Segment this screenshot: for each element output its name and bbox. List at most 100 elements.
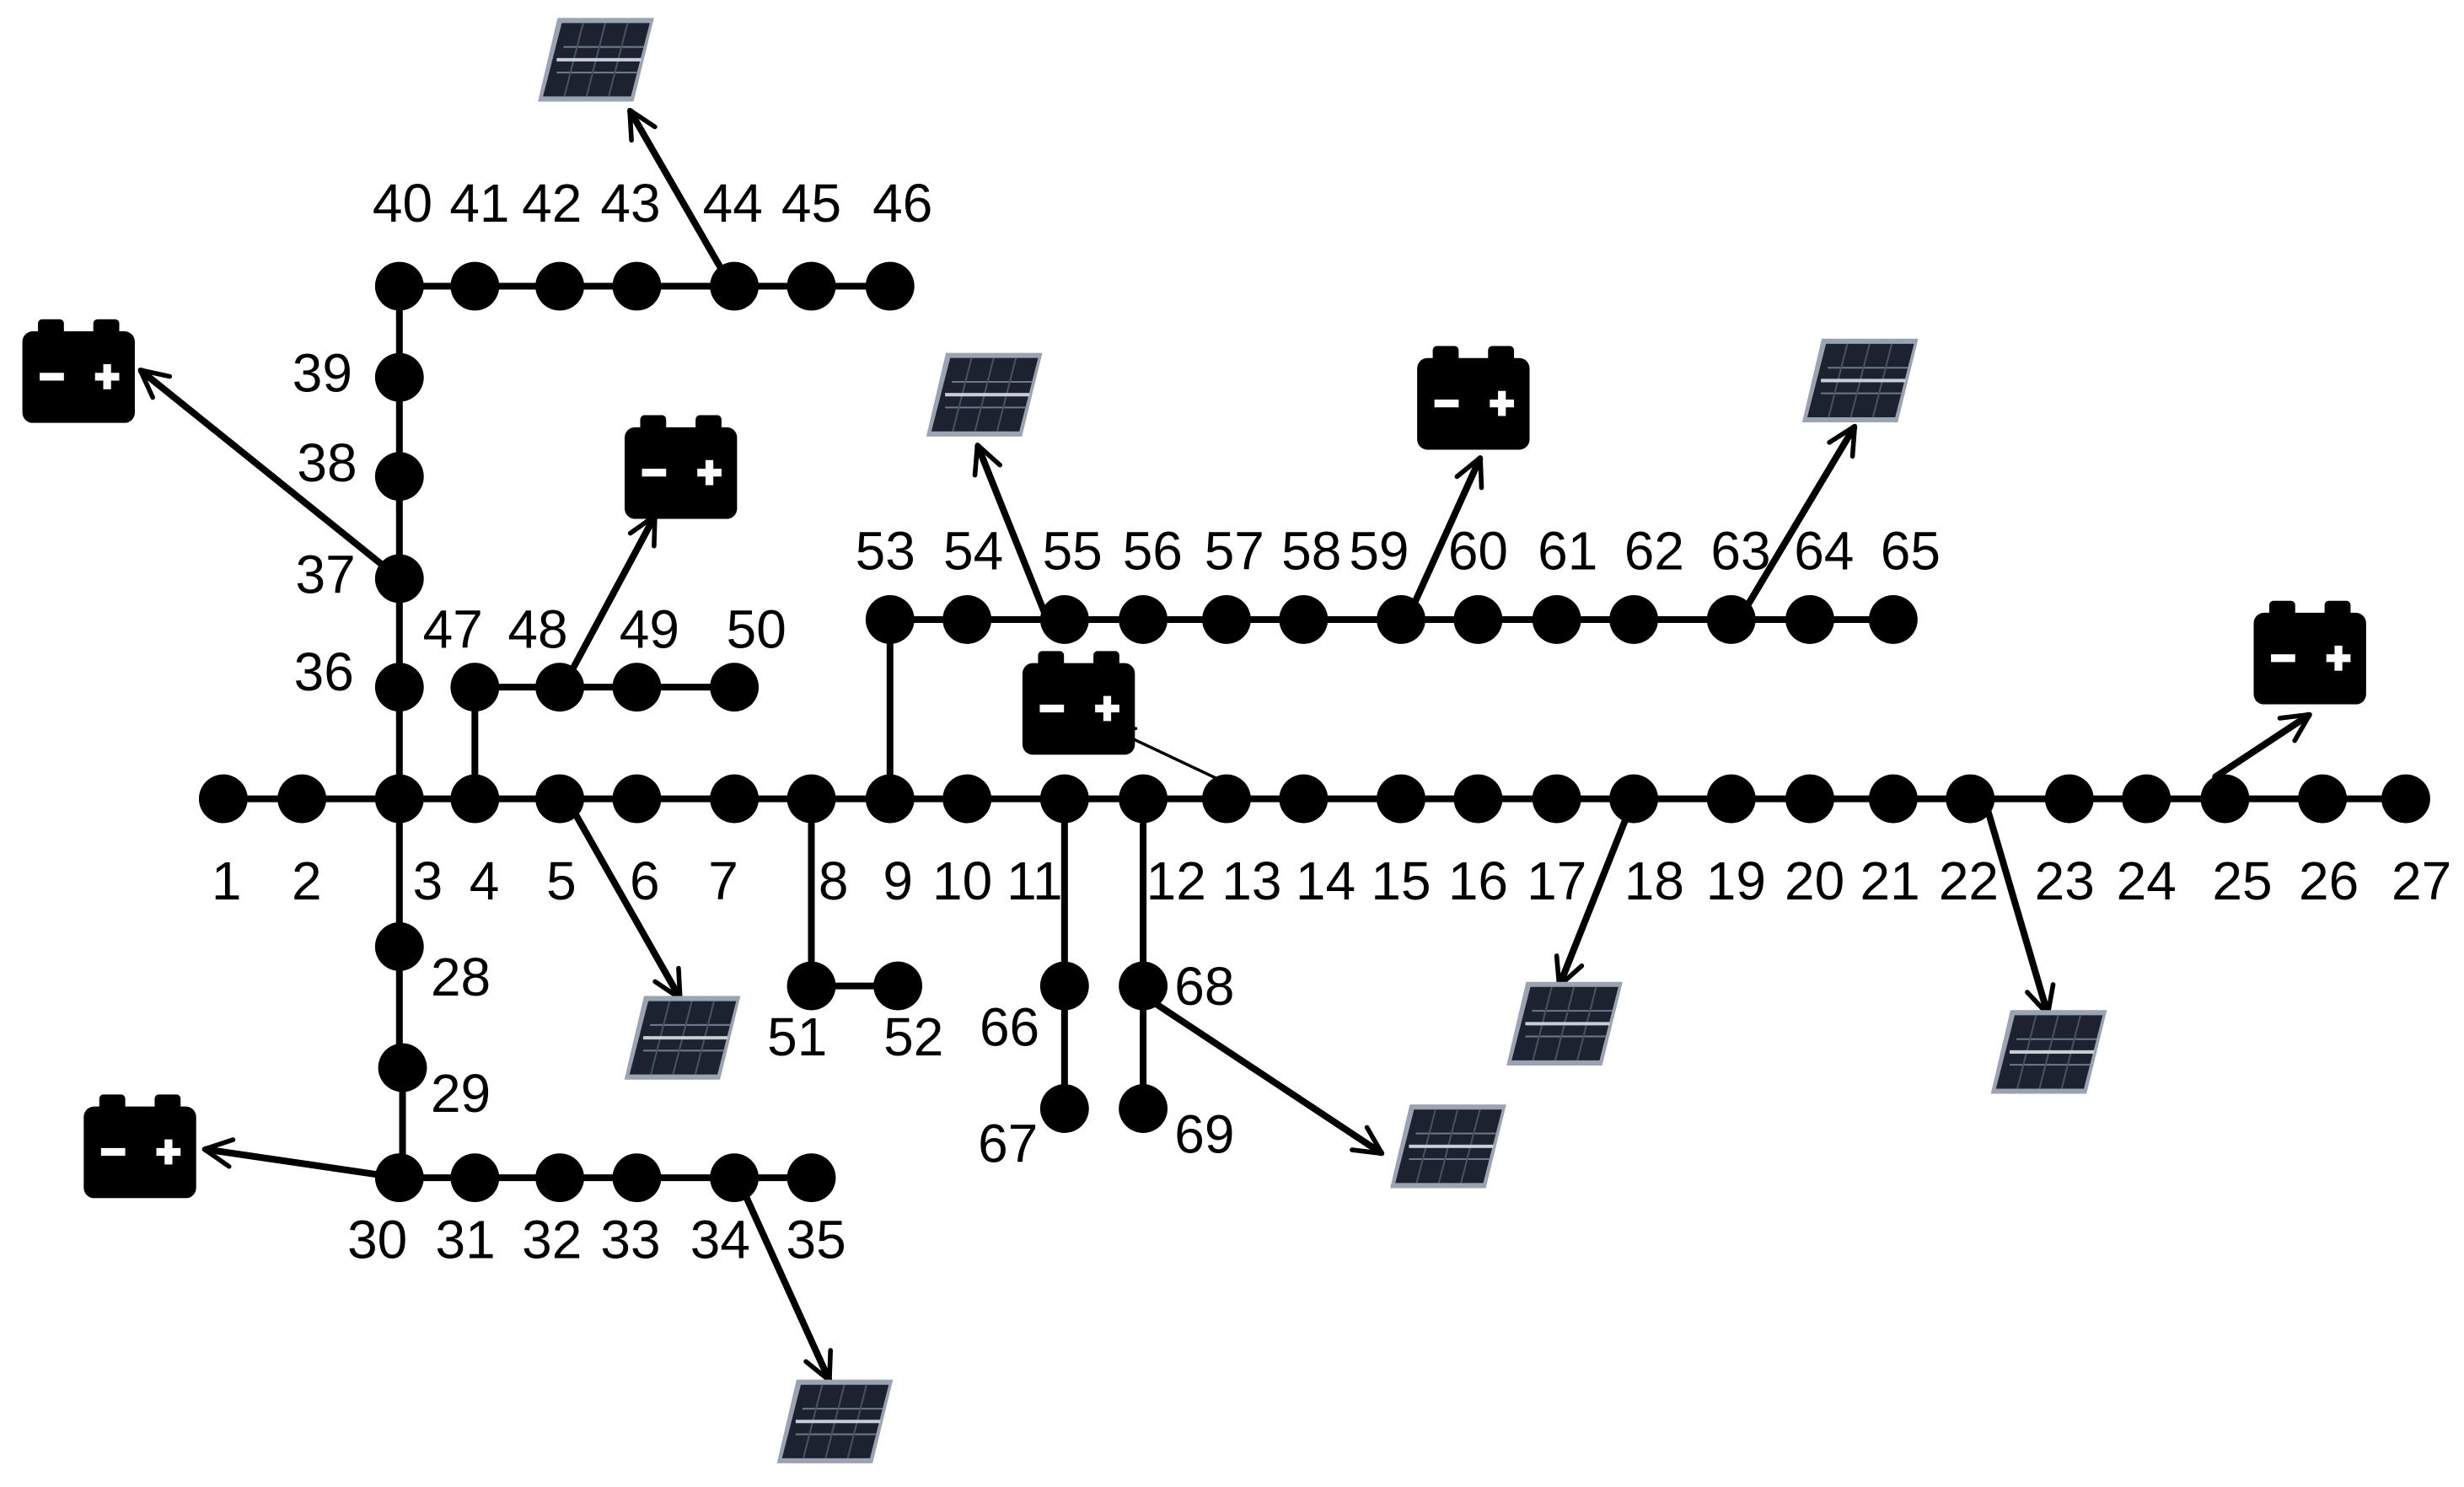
bus-node-12 (1119, 774, 1168, 824)
bus-label-63: 63 (1710, 520, 1770, 581)
bus-label-61: 61 (1538, 520, 1597, 581)
bus-label-5: 5 (546, 851, 577, 911)
bus-label-15: 15 (1371, 851, 1431, 911)
bus-label-49: 49 (620, 599, 679, 660)
bus-label-68: 68 (1174, 956, 1234, 1017)
bus-node-58 (1279, 595, 1329, 644)
bus-node-23 (2044, 774, 2094, 824)
bus-node-18 (1609, 774, 1659, 824)
battery-icon-bus-37 (22, 319, 135, 423)
bus-label-43: 43 (600, 173, 660, 234)
bus-node-34 (710, 1153, 760, 1203)
bus-node-57 (1202, 595, 1251, 644)
bus-node-60 (1453, 595, 1503, 644)
bus-label-53: 53 (856, 520, 915, 581)
bus-label-1: 1 (212, 851, 242, 911)
bus-label-56: 56 (1123, 520, 1183, 581)
bus-label-6: 6 (630, 851, 660, 911)
bus-label-14: 14 (1296, 851, 1355, 911)
bus-label-42: 42 (522, 173, 582, 234)
bus-label-30: 30 (347, 1209, 407, 1270)
bus-node-43 (612, 261, 662, 311)
bus-node-9 (865, 774, 915, 824)
bus-node-14 (1279, 774, 1329, 824)
bus-label-64: 64 (1794, 520, 1854, 581)
bus-label-38: 38 (297, 432, 357, 493)
solar-panel-icon-bus-68 (1390, 1104, 1506, 1188)
bus-label-16: 16 (1448, 851, 1508, 911)
bus-node-56 (1119, 595, 1168, 644)
bus-node-45 (786, 261, 836, 311)
bus-node-69 (1119, 1084, 1168, 1133)
solar-panel-icon-bus-34 (777, 1380, 894, 1463)
bus-label-65: 65 (1881, 520, 1941, 581)
bus-node-61 (1532, 595, 1581, 644)
bus-label-44: 44 (703, 173, 763, 234)
bus-node-38 (374, 452, 424, 502)
bus-node-32 (535, 1153, 584, 1203)
bus-label-25: 25 (2212, 851, 2272, 911)
bus-label-21: 21 (1860, 851, 1920, 911)
bus-node-22 (1946, 774, 1995, 824)
bus-node-64 (1785, 595, 1834, 644)
bus-node-49 (612, 663, 662, 712)
bus-node-46 (865, 261, 915, 311)
bus-label-58: 58 (1281, 520, 1341, 581)
bus-node-68 (1119, 961, 1168, 1011)
bus-label-4: 4 (470, 851, 500, 911)
bus-node-26 (2298, 774, 2348, 824)
bus-node-5 (535, 774, 584, 824)
bus-label-19: 19 (1706, 851, 1766, 911)
bus-label-34: 34 (690, 1209, 750, 1270)
bus-node-2 (277, 774, 327, 824)
bus-label-55: 55 (1043, 520, 1103, 581)
bus-node-66 (1039, 961, 1089, 1011)
bus-label-18: 18 (1624, 851, 1684, 911)
bus-label-8: 8 (819, 851, 849, 911)
bus-node-36 (374, 663, 424, 712)
bus-label-37: 37 (296, 544, 356, 604)
battery-arrow-bus-30 (201, 1137, 403, 1182)
bus-node-62 (1609, 595, 1659, 644)
bus-node-47 (450, 663, 500, 712)
bus-label-40: 40 (373, 173, 432, 234)
bus-node-24 (2122, 774, 2171, 824)
bus-label-51: 51 (767, 1007, 827, 1067)
bus-label-13: 13 (1221, 851, 1281, 911)
bus-node-41 (450, 261, 500, 311)
bus-label-32: 32 (522, 1209, 582, 1270)
solar-panel-icon-bus-55 (926, 353, 1043, 437)
bus-node-11 (1039, 774, 1089, 824)
bus-node-42 (535, 261, 584, 311)
bus-label-62: 62 (1624, 520, 1684, 581)
bus-label-26: 26 (2299, 851, 2359, 911)
bus-node-10 (942, 774, 992, 824)
bus-label-41: 41 (449, 173, 509, 234)
bus-label-46: 46 (872, 173, 932, 234)
bus-label-35: 35 (786, 1209, 846, 1270)
bus-label-66: 66 (980, 997, 1039, 1058)
bus-label-36: 36 (294, 642, 354, 702)
bus-node-29 (378, 1043, 427, 1092)
bus-node-6 (612, 774, 662, 824)
battery-icon-bus-59 (1417, 346, 1530, 450)
bus-label-20: 20 (1785, 851, 1844, 911)
bus-node-13 (1202, 774, 1251, 824)
solar-panel-icon-bus-63 (1802, 339, 1919, 422)
bus-label-48: 48 (507, 599, 567, 660)
bus-node-20 (1785, 774, 1834, 824)
bus-label-52: 52 (883, 1007, 943, 1067)
bus-node-15 (1377, 774, 1425, 824)
bus-label-12: 12 (1146, 851, 1206, 911)
bus-node-3 (374, 774, 424, 824)
bus-label-69: 69 (1174, 1103, 1234, 1164)
bus-node-67 (1039, 1084, 1089, 1133)
battery-arrow-bus-37 (137, 368, 403, 582)
bus-node-25 (2200, 774, 2250, 824)
bus-node-27 (2381, 774, 2430, 824)
bus-label-3: 3 (413, 851, 443, 911)
bus-label-39: 39 (293, 343, 352, 404)
battery-arrow-bus-25 (2212, 711, 2312, 781)
bus-node-4 (450, 774, 500, 824)
